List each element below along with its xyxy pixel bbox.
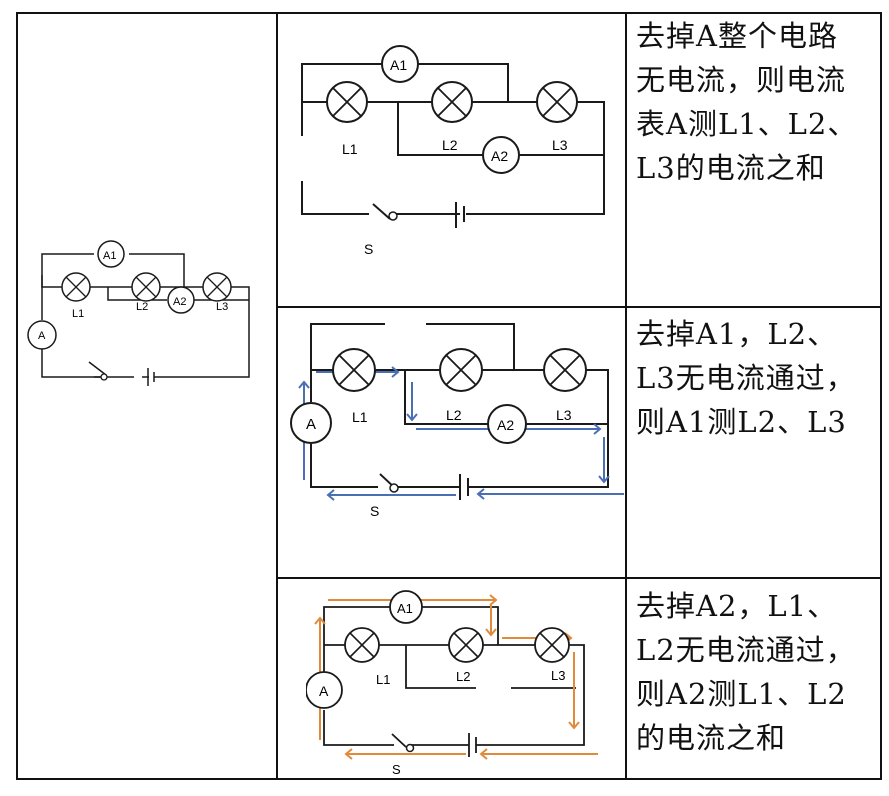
circuit-remove-a2: A A1 L1 L2 L3 S <box>306 590 598 777</box>
analysis-table: A1 L1 L2 L3 A2 A S <box>16 12 882 780</box>
lamp-l3-label: L3 <box>216 301 228 313</box>
table-grid <box>16 12 882 780</box>
ammeter-a2-label: A2 <box>491 148 508 164</box>
lamp-l2-label: L2 <box>442 137 458 153</box>
ammeter-a2-label: A2 <box>497 417 514 433</box>
ammeter-a-label: A <box>38 330 46 342</box>
ammeter-a1-label: A1 <box>390 57 407 73</box>
switch-label: S <box>364 241 373 256</box>
lamp-l2-label: L2 <box>446 407 462 423</box>
lamp-l1-label: L1 <box>352 409 368 425</box>
switch-label: S <box>90 391 97 392</box>
original-circuit: A1 L1 L2 L3 A2 A S <box>27 240 250 392</box>
lamp-l3-label: L3 <box>556 407 572 423</box>
ammeter-a1-label: A1 <box>103 250 116 262</box>
lamp-l2-label: L2 <box>456 669 470 684</box>
lamp-l2-label: L2 <box>136 301 148 313</box>
ammeter-a2-label: A2 <box>173 296 186 308</box>
lamp-l1-label: L1 <box>342 141 358 157</box>
circuit-remove-a1: A L1 L2 L3 A2 S <box>290 323 624 519</box>
switch-label: S <box>370 503 379 519</box>
note-remove-a1: 去掉A1，L2、L3无电流通过，则A1测L2、L3 <box>636 317 856 439</box>
ammeter-a-label: A <box>306 416 316 433</box>
lamp-l1-label: L1 <box>376 672 390 687</box>
note-remove-a: 去掉A整个电路无电流，则电流表A测L1、L2、L3的电流之和 <box>636 19 858 185</box>
ammeter-a-label: A <box>319 683 329 699</box>
ammeter-a1-label: A1 <box>397 601 413 616</box>
lamp-l1-label: L1 <box>72 308 84 320</box>
circuit-remove-a: A1 L1 L2 L3 A2 S <box>301 45 605 256</box>
switch-label: S <box>392 762 401 777</box>
note-remove-a2: 去掉A2，L1、L2无电流通过，则A2测L1、L2的电流之和 <box>636 589 856 755</box>
lamp-l3-label: L3 <box>551 668 565 683</box>
lamp-l3-label: L3 <box>552 137 568 153</box>
